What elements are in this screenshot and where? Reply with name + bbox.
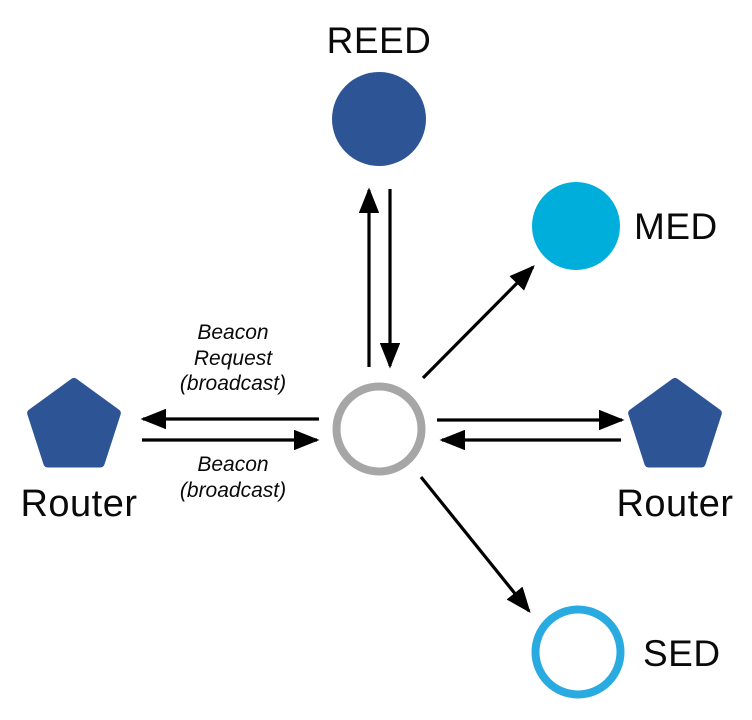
router-right-label: Router [616,483,734,525]
med-node-icon [532,182,620,270]
beacon-annotation: Beacon (broadcast) [179,453,287,502]
med-label: MED [634,206,718,247]
router-left-node-icon [27,378,121,468]
router-left-label: Router [20,483,138,525]
reed-node-icon [332,72,426,166]
arrow-center-to-sed-icon [419,475,531,613]
arrow-center-to-med-icon [421,265,535,380]
beacon-request-annotation: Beacon Request (broadcast) [179,321,287,396]
router-right-node-icon [628,378,722,468]
sed-label: SED [643,633,721,674]
sed-node-icon [531,605,625,699]
joining-device-node-icon [332,382,426,476]
reed-label: REED [326,20,432,61]
